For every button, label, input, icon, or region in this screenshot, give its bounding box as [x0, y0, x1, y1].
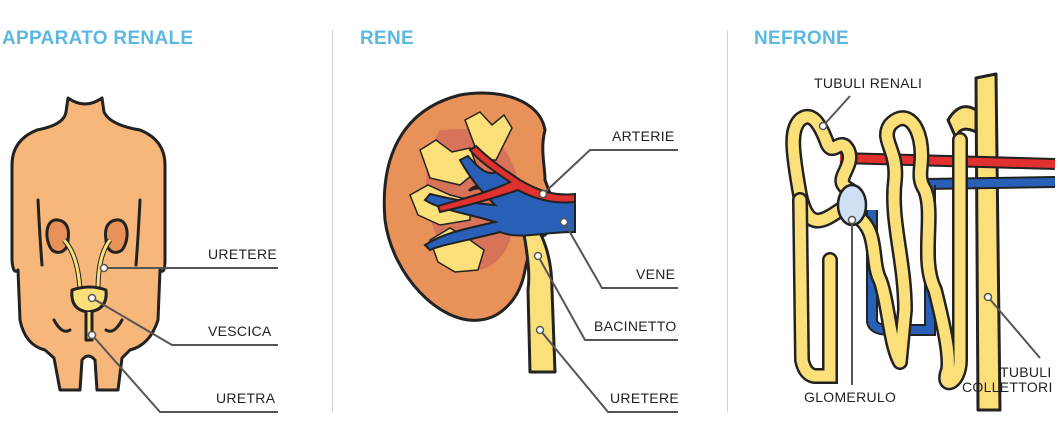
- label-vene: VENE: [636, 266, 676, 282]
- leader-arterie: [542, 149, 678, 195]
- leader-dot-uretra: [87, 330, 97, 340]
- label-vescica: VESCICA: [208, 323, 272, 339]
- kidney-right-small: [104, 218, 129, 254]
- label-tubuli-renali: TUBULI RENALI: [814, 75, 923, 91]
- leader-dot-vene: [559, 217, 569, 227]
- leader-uretra: [91, 334, 278, 413]
- leader-dot-tubuli-collettori: [983, 292, 993, 302]
- label-arterie: ARTERIE: [612, 128, 675, 144]
- leader-dot-vescica: [87, 293, 97, 303]
- leader-uretere-2: [539, 329, 678, 413]
- leader-dot-tubuli-renali: [818, 121, 828, 131]
- panel-title-rene: RENE: [360, 28, 414, 49]
- leader-dot-arterie: [538, 189, 548, 199]
- panel-title-apparato-renale: APPARATO RENALE: [2, 28, 194, 49]
- leader-vescica: [91, 297, 278, 346]
- leader-vene: [563, 221, 678, 289]
- renal-tubules: [785, 108, 968, 391]
- label-uretere-1: URETERE: [208, 246, 277, 262]
- panel-divider-1: [332, 30, 333, 412]
- ureters-small: [62, 238, 113, 291]
- label-tubuli-collettori-1: TUBULI: [1000, 364, 1052, 380]
- label-uretra: URETRA: [216, 390, 276, 406]
- leader-tubuli-renali: [822, 95, 851, 127]
- leader-dot-uretere-2: [535, 325, 545, 335]
- label-uretere-2: URETERE: [610, 390, 679, 406]
- leader-bacinetto: [537, 255, 678, 341]
- label-tubuli-collettori-2: COLLETTORI: [962, 379, 1053, 395]
- leader-tubuli-collettori: [987, 296, 1041, 359]
- leader-dot-uretere-1: [99, 263, 109, 273]
- panel-divider-2: [727, 30, 728, 412]
- label-bacinetto: BACINETTO: [594, 318, 677, 334]
- renal-veins: [423, 154, 576, 252]
- kidney-left-small: [45, 218, 70, 254]
- label-glomerulo: GLOMERULO: [804, 389, 897, 405]
- panel-title-nefrone: NEFRONE: [754, 28, 849, 49]
- body-illustration: [10, 96, 167, 392]
- blood-vessels-nefrone: [839, 152, 1056, 336]
- leader-dot-glomerulo: [847, 215, 857, 225]
- leader-dot-bacinetto: [533, 251, 543, 261]
